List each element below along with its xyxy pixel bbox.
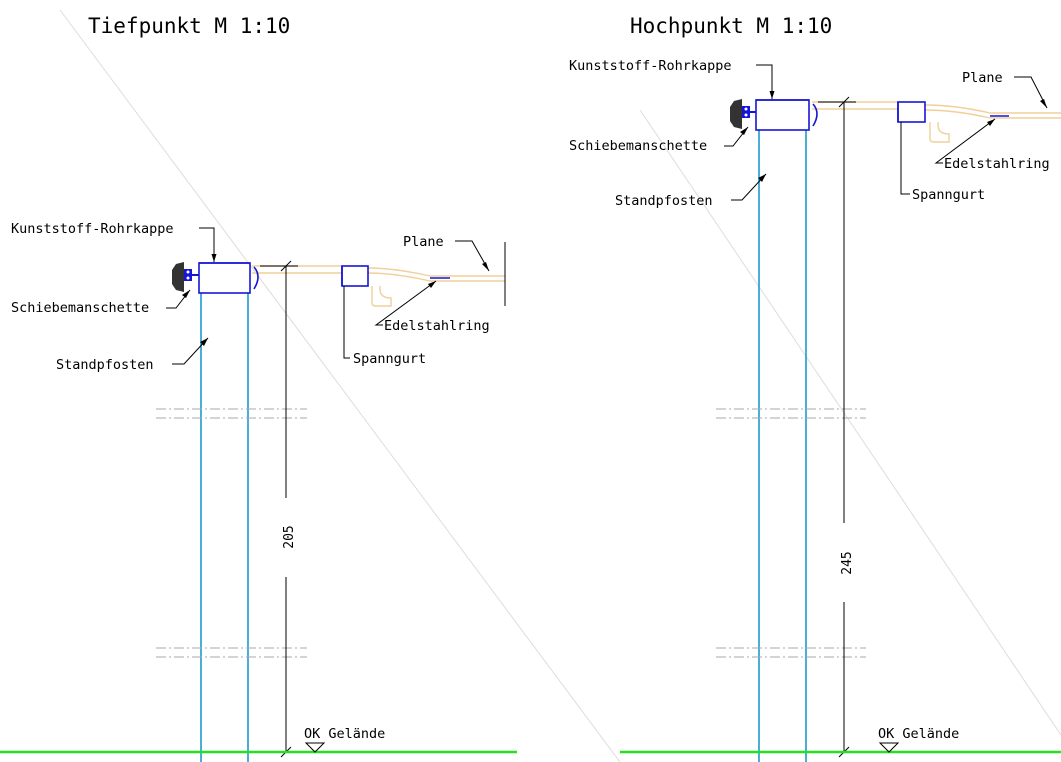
label-ring: Edelstahlring [944, 156, 1050, 172]
dimension-value: 205 [282, 525, 297, 548]
construction-line-right [639, 109, 1061, 736]
dimension-line [260, 260, 298, 758]
label-tarp: Plane [403, 234, 444, 250]
detail-title: Tiefpunkt M 1:10 [88, 14, 290, 38]
dimension-line [818, 96, 856, 758]
dimension-value: 245 [840, 551, 855, 574]
detail-tiefpunkt: Tiefpunkt M 1:10 [0, 14, 517, 762]
pipe-cap [755, 99, 810, 131]
break-line-lower [156, 647, 307, 658]
detail-title: Hochpunkt M 1:10 [630, 14, 832, 38]
pipe-cap [198, 262, 251, 294]
tension-strap [341, 265, 369, 287]
label-sleeve: Schiebemanschette [11, 300, 149, 316]
label-sleeve: Schiebemanschette [569, 138, 707, 154]
clamp-knob [730, 99, 756, 129]
label-post: Standpfosten [56, 357, 154, 373]
clamp-knob [172, 262, 199, 292]
break-line-upper [156, 408, 307, 419]
break-line-upper [716, 408, 866, 419]
label-pipe-cap: Kunststoff-Rohrkappe [569, 58, 732, 74]
ground-label: OK Gelände [878, 726, 959, 742]
detail-hochpunkt: Hochpunkt M 1:10 [569, 14, 1061, 762]
ground-level-marker [304, 742, 326, 753]
construction-line-left [59, 9, 621, 762]
label-ring: Edelstahlring [384, 318, 490, 334]
label-strap: Spanngurt [912, 187, 985, 203]
tension-strap [897, 101, 926, 123]
ground-level-marker [878, 742, 900, 753]
ground-label: OK Gelände [304, 726, 385, 742]
label-post: Standpfosten [615, 193, 713, 209]
label-strap: Spanngurt [353, 351, 426, 367]
tarp [252, 265, 505, 307]
tarp [812, 101, 1061, 143]
break-line-lower [716, 647, 866, 658]
label-tarp: Plane [962, 70, 1003, 86]
label-pipe-cap: Kunststoff-Rohrkappe [11, 221, 174, 237]
